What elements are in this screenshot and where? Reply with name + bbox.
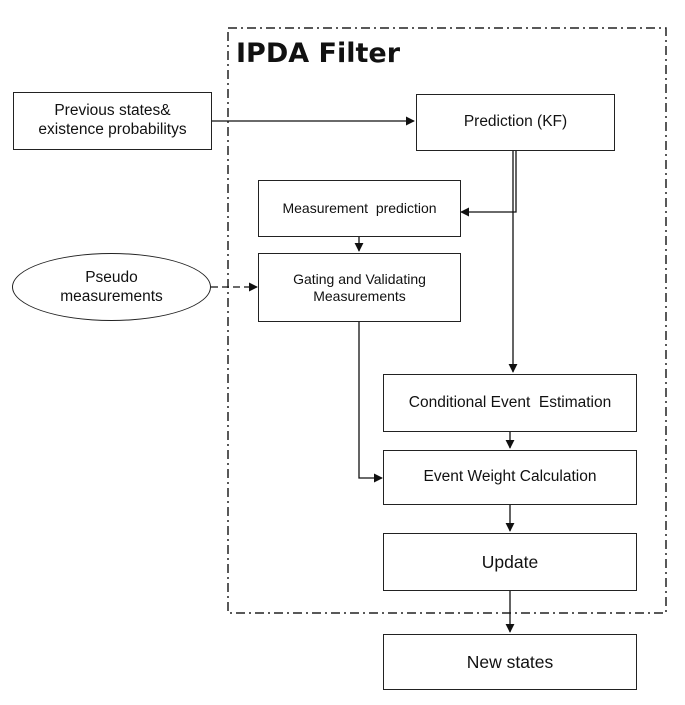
new-states-node: New states [383,634,637,690]
measurement-prediction-node: Measurement prediction [258,180,461,237]
event-weight-node: Event Weight Calculation [383,450,637,505]
prediction-node: Prediction (KF) [416,94,615,151]
pseudo-measurements-node: Pseudo measurements [12,253,211,321]
conditional-event-node: Conditional Event Estimation [383,374,637,432]
gating-node: Gating and Validating Measurements [258,253,461,322]
edge-gating-to-event-weight [358,322,383,483]
edge-prediction-to-measurement-prediction [460,151,517,217]
update-node: Update [383,533,637,591]
previous-states-node: Previous states& existence probabilitys [13,92,212,150]
diagram-title: IPDA Filter [236,38,401,69]
ipda-filter-frame [227,27,667,614]
